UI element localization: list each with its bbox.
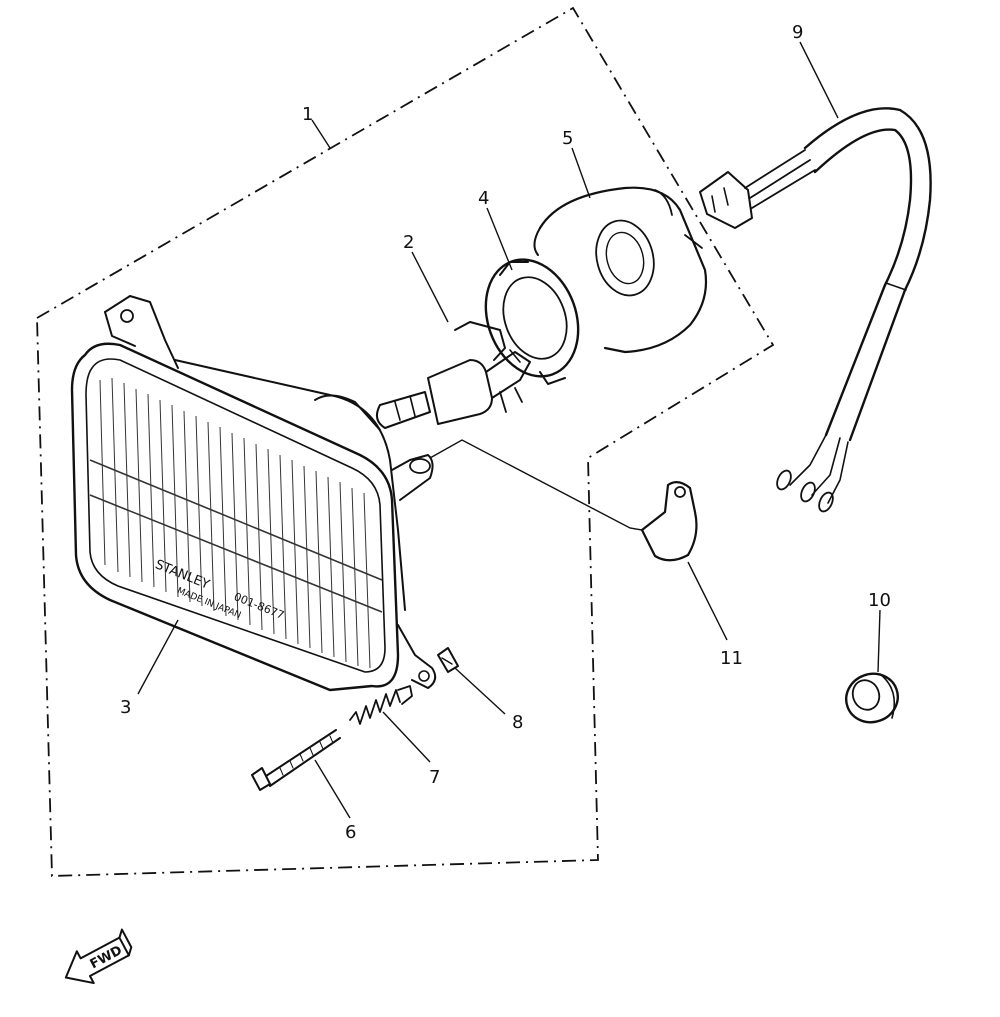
grommet <box>845 672 899 724</box>
adjusting-spring <box>349 685 413 725</box>
callout-5: 5 <box>562 128 573 149</box>
forward-arrow: FWD <box>64 928 133 985</box>
callout-3: 3 <box>120 697 131 718</box>
adjusting-nut <box>437 647 459 673</box>
callout-8: 8 <box>512 712 523 733</box>
callout-2: 2 <box>403 232 414 253</box>
wire-harness <box>699 107 932 513</box>
callout-1: 1 <box>302 104 313 125</box>
leader-lines <box>137 41 881 819</box>
wire-clamp <box>640 481 698 562</box>
assembly-boundary-upper <box>36 6 775 877</box>
callout-6: 6 <box>345 822 356 843</box>
headlight-unit: STANLEY 001-8677 MADE IN JAPAN <box>70 295 437 692</box>
lens-pattern <box>89 377 383 669</box>
lens-code-text: 001-8677 <box>232 590 286 622</box>
callout-4: 4 <box>478 188 489 209</box>
forward-arrow-icon <box>64 936 130 985</box>
bulb-retainer <box>484 258 580 385</box>
callout-11: 11 <box>720 648 743 669</box>
callout-10: 10 <box>868 590 891 611</box>
bulb-cover <box>533 186 708 354</box>
adjusting-screw <box>251 729 341 791</box>
lens-made-text: MADE IN JAPAN <box>175 586 242 621</box>
bulb <box>375 321 531 429</box>
callout-9: 9 <box>792 22 803 43</box>
callout-7: 7 <box>429 767 440 788</box>
